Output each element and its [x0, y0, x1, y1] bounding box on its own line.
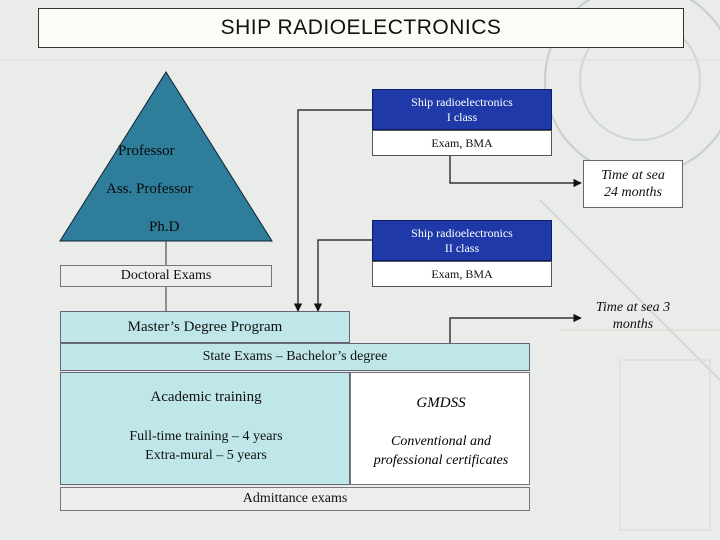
class2-exam-box: Exam, BMA	[372, 261, 552, 287]
time-sea-24-line1: Time at sea	[601, 168, 665, 183]
class2-title-box: Ship radioelectronics II class	[372, 220, 552, 261]
time-sea-24-box: Time at sea 24 months	[583, 160, 683, 208]
class2-line1: Ship radioelectronics	[411, 225, 513, 240]
admittance-exams-box: Admittance exams	[60, 487, 530, 511]
pyramid-professor-label: Professor	[118, 143, 175, 159]
time-sea-3-line1: Time at sea 3	[595, 300, 671, 315]
doctoral-exams-box: Doctoral Exams	[60, 265, 272, 287]
academic-fulltime: Full-time training – 4 years	[129, 429, 283, 444]
class2-line2: II class	[444, 240, 480, 255]
pyramid-phd-label: Ph.D	[149, 219, 180, 235]
time-sea-3-box: Time at sea 3 months	[583, 294, 683, 338]
time-sea-24-line2: 24 months	[604, 185, 662, 200]
class1-line1: Ship radioelectronics	[411, 94, 513, 109]
gmdss-label: GMDSS	[416, 395, 466, 411]
class1-title-box: Ship radioelectronics I class	[372, 89, 552, 130]
certificates-line1: Conventional and	[391, 434, 491, 449]
pyramid-ass-professor-label: Ass. Professor	[106, 181, 193, 197]
academic-extramural: Extra-mural – 5 years	[145, 448, 267, 463]
class1-line2: I class	[446, 109, 478, 124]
academic-title: Academic training	[150, 389, 262, 405]
certificates-line2: professional certificates	[373, 453, 509, 468]
page-title: SHIP RADIOELECTRONICS	[38, 8, 684, 48]
gmdss-box: GMDSS Conventional and professional cert…	[350, 372, 530, 485]
time-sea-3-line2: months	[612, 317, 654, 332]
academic-training-box: Academic training Full-time training – 4…	[60, 372, 350, 485]
masters-program-box: Master’s Degree Program	[60, 311, 350, 343]
state-exams-box: State Exams – Bachelor’s degree	[60, 343, 530, 371]
class1-exam-box: Exam, BMA	[372, 130, 552, 156]
